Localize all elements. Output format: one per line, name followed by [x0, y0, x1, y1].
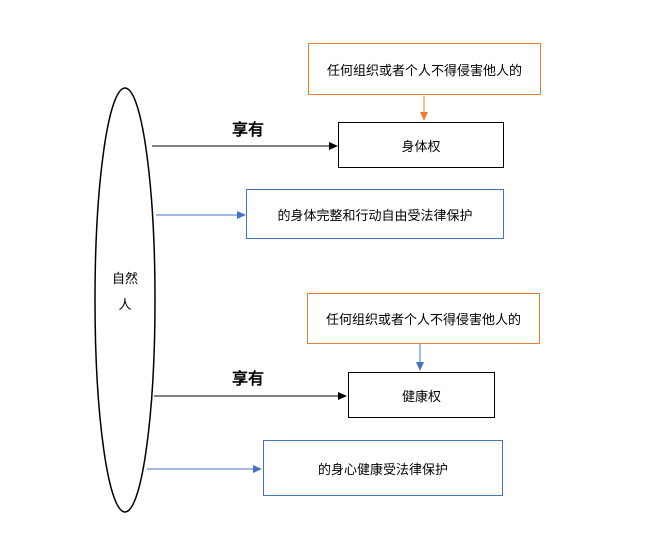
body-right-box: 身体权 [338, 122, 504, 168]
health-right-condition-text: 任何组织或者个人不得侵害他人的 [325, 313, 521, 328]
health-right-protection-text: 的身心健康受法律保护 [317, 462, 448, 478]
health-right-condition-box: 任何组织或者个人不得侵害他人的 [307, 293, 540, 344]
body-right-text: 身体权 [401, 139, 441, 155]
natural-person-label: 自然人 [111, 272, 138, 313]
body-right-condition-box: 任何组织或者个人不得侵害他人的 [308, 43, 541, 95]
health-right-protection-box: 的身心健康受法律保护 [263, 440, 503, 496]
body-right-protection-box: 的身体完整和行动自由受法律保护 [246, 189, 504, 239]
body-right-protection-text: 的身体完整和行动自由受法律保护 [277, 208, 473, 224]
body-right-relation-label: 享有 [232, 120, 265, 139]
natural-person-ellipse [94, 87, 156, 513]
body-right-condition-text: 任何组织或者个人不得侵害他人的 [326, 63, 522, 79]
health-right-text: 健康权 [401, 389, 441, 405]
health-right-relation-label: 享有 [232, 369, 265, 388]
health-right-box: 健康权 [348, 372, 495, 418]
